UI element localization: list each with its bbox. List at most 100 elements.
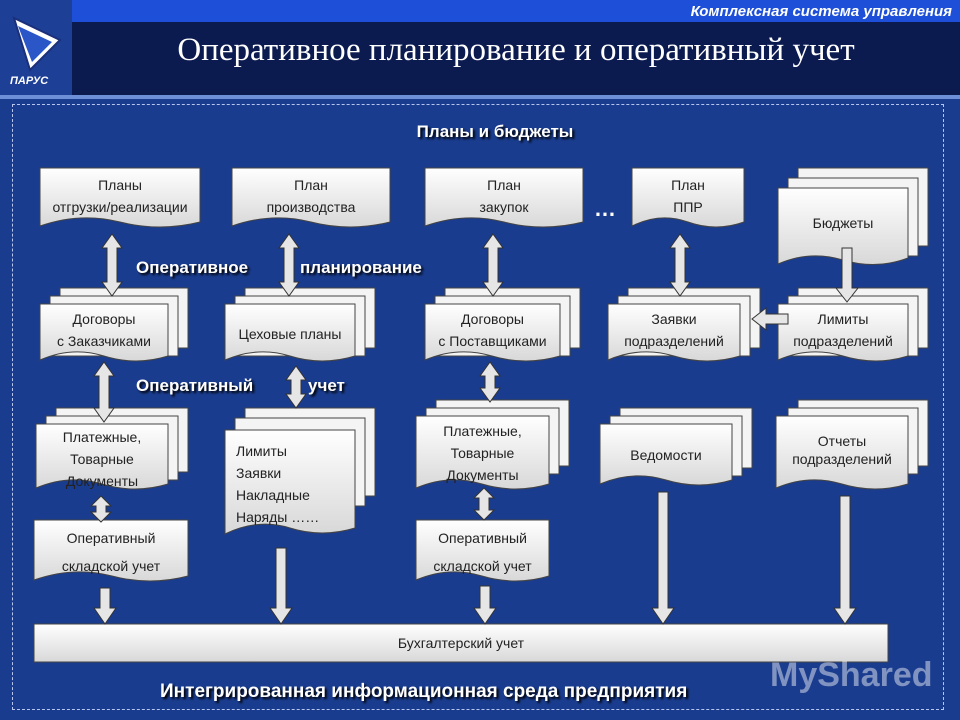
budgets-stack (777, 167, 929, 266)
dept-limits-line-1: Лимиты (817, 311, 869, 327)
payment-docs-stack-2 (415, 399, 570, 490)
page-title: Оперативное планирование и оперативный у… (177, 32, 855, 68)
arrow-payments-warehouse-2 (472, 487, 496, 521)
arrow-warehouse2-accounting (473, 585, 497, 625)
arrow-limits-requests (751, 306, 789, 332)
dept-requests-text: Заявки подразделений (608, 308, 740, 352)
plan-shipment-line-2: отгрузки/реализации (52, 199, 188, 215)
plan-ppr-line-1: План (671, 177, 705, 193)
dept-reports-line-1: Отчеты (817, 433, 867, 449)
payment-docs-2-line-1: Платежные, (443, 423, 522, 439)
payment-docs-1-line-3: Документы (65, 473, 139, 489)
top-strip (72, 0, 960, 22)
warehouse-1-line-2: складской учет (61, 558, 161, 574)
plan-production-text: План производства (232, 174, 390, 218)
customer-contracts-text: Договоры с Заказчиками (40, 308, 168, 352)
payment-docs-1-line-2: Товарные (70, 451, 134, 467)
dept-limits-line-2: подразделений (793, 333, 893, 349)
plan-production-line-2: производства (266, 199, 356, 215)
plan-shipment-card (39, 167, 201, 228)
more-plans-ellipsis: … (594, 196, 616, 221)
arrow-statements-accounting (651, 491, 675, 625)
warehouse-card-1 (33, 519, 189, 582)
watermark: MyShared (770, 656, 933, 694)
limits-list-line-3: Накладные (236, 487, 310, 503)
arrow-production-workshop (278, 233, 300, 297)
dept-requests-line-2: подразделений (624, 333, 724, 349)
op-accounting-label-2: учет (308, 376, 345, 395)
content-frame (12, 104, 944, 710)
supplier-contracts-text: Договоры с Поставщиками (425, 308, 560, 352)
payment-docs-2-line-3: Документы (446, 467, 519, 483)
limits-list-line-4: Наряды …… (236, 509, 320, 525)
plan-purchases-card (424, 167, 584, 228)
dept-requests-line-1: Заявки (651, 311, 697, 327)
plan-ppr-text: План ППР (632, 174, 744, 218)
arrow-limits-accounting (269, 547, 293, 625)
arrow-workshop-limits (285, 365, 307, 409)
warehouse-card-2 (415, 519, 550, 582)
accounting-text: Бухгалтерский учет (397, 635, 525, 651)
plans-budgets-heading: Планы и бюджеты (416, 122, 574, 141)
plan-purchases-text: План закупок (425, 174, 583, 218)
accounting-bar (33, 623, 889, 663)
payment-docs-stack-1 (35, 407, 189, 490)
dept-reports-text: Отчеты подразделений (776, 432, 908, 468)
customer-contracts-line-1: Договоры (72, 311, 136, 327)
arrow-payments-warehouse-1 (89, 495, 113, 523)
dept-limits-text: Лимиты подразделений (778, 308, 908, 352)
budgets-text: Бюджеты (812, 215, 874, 231)
company-label: Комплексная система управления (690, 3, 952, 20)
plan-production-line-1: План (294, 177, 328, 193)
plan-shipment-line-1: Планы (98, 177, 142, 193)
plan-production-card (231, 167, 391, 228)
limits-list-stack (224, 407, 376, 535)
statements-stack (599, 407, 753, 486)
limits-list-line-2: Заявки (236, 465, 282, 481)
dept-reports-stack (775, 399, 929, 490)
plan-shipment-text: Планы отгрузки/реализации (40, 174, 200, 218)
arrow-purchases-supplier (482, 233, 504, 297)
workshop-plans-text: Цеховые планы (238, 326, 342, 342)
plan-ppr-card (631, 167, 745, 228)
warehouse-2-line-2: складской учет (433, 558, 532, 574)
dept-reports-line-2: подразделений (792, 451, 892, 467)
arrow-reports-accounting (833, 495, 857, 625)
supplier-contracts-line-1: Договоры (461, 311, 524, 327)
customer-contracts-line-2: с Заказчиками (57, 333, 151, 349)
supplier-contracts-stack (424, 287, 581, 362)
op-accounting-label-1: Оперативный (136, 376, 254, 395)
arrow-ppr-requests (669, 233, 691, 297)
arrow-warehouse1-accounting (93, 587, 117, 625)
dept-limits-stack (777, 287, 929, 362)
dept-requests-stack (607, 287, 761, 362)
plan-purchases-line-2: закупок (479, 199, 529, 215)
plan-ppr-line-2: ППР (673, 199, 703, 215)
warehouse-2-line-1: Оперативный (438, 530, 527, 546)
warehouse-2-text: Оперативный складской учет (416, 524, 549, 580)
header-separator (0, 95, 960, 99)
warehouse-1-line-1: Оперативный (66, 530, 156, 546)
limits-list-line-1: Лимиты (236, 443, 287, 459)
arrow-shipment-contracts (101, 233, 123, 297)
op-planning-label-1: Оперативное (136, 258, 249, 277)
arrow-supplier-payments (479, 361, 501, 403)
payment-docs-1-line-1: Платежные, (62, 429, 142, 445)
plan-purchases-line-1: План (487, 177, 521, 193)
logo-text: ПАРУС (10, 75, 49, 87)
statements-text: Ведомости (630, 447, 702, 463)
op-planning-label-2: планирование (300, 258, 422, 277)
payment-docs-2-text: Платежные, Товарные Документы (416, 420, 549, 486)
limits-list-text: Лимиты Заявки Накладные Наряды …… (236, 440, 354, 528)
integrated-env-label: Интегрированная информационная среда пре… (160, 681, 688, 702)
logo: ПАРУС (0, 0, 72, 95)
arrow-budgets-limits (834, 247, 860, 303)
customer-contracts-stack (39, 287, 189, 362)
workshop-plans-stack (224, 287, 376, 362)
arrow-contracts-payments (93, 361, 115, 423)
warehouse-1-text: Оперативный складской учет (34, 524, 188, 580)
supplier-contracts-line-2: с Поставщиками (438, 333, 547, 349)
parus-logo-icon: ПАРУС (10, 16, 62, 87)
